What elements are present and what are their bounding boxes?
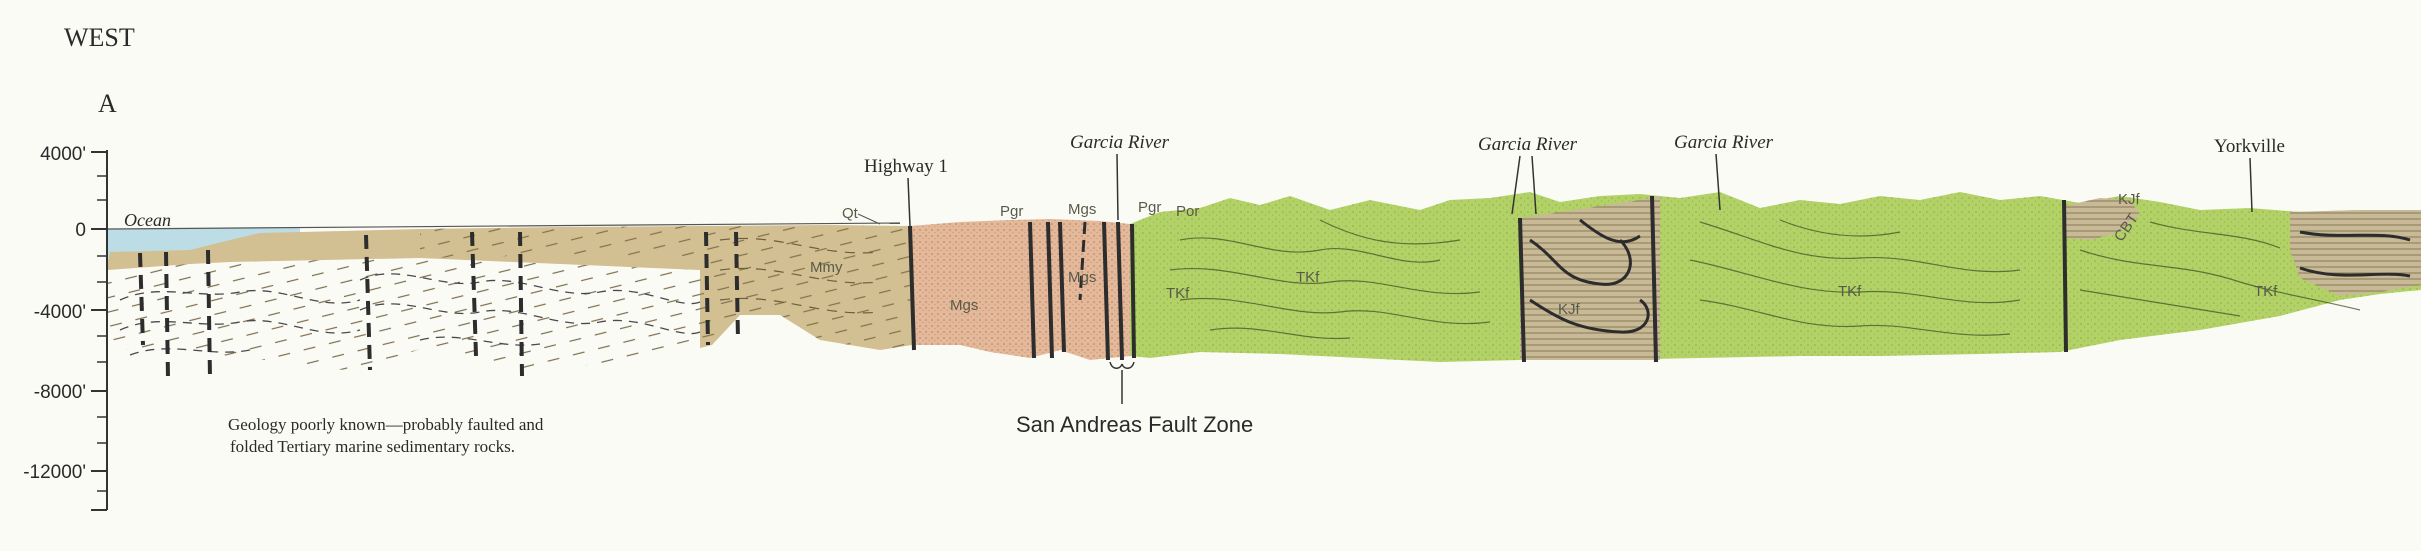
tertiary-marine-unknown-zone <box>108 248 700 372</box>
feature-labels: Highway 1 Garcia River Garcia River Garc… <box>864 132 2285 227</box>
unit-label-tkf: TKf <box>1838 283 1862 300</box>
elevation-tick-label: 0 <box>75 220 86 241</box>
kjf-fold-traces <box>1529 218 2411 334</box>
unit-label-mgs: Mgs <box>1068 201 1096 218</box>
unit-labels: Qt Mmy Pgr Mgs Pgr Por Mgs Mgs TKf TKf K… <box>810 191 2278 318</box>
direction-label: WEST <box>64 23 135 52</box>
geology-note: Geology poorly known—probably faulted an… <box>228 415 544 456</box>
elevation-tick-label: -12000' <box>23 462 86 483</box>
unit-label-tkf: TKf <box>1296 269 1320 286</box>
garcia-river-label-1: Garcia River <box>1070 132 1170 153</box>
unit-label-tkf: TKf <box>1166 285 1190 302</box>
unit-label-pgr: Pgr <box>1000 203 1023 220</box>
inferred-fold-traces <box>119 273 701 356</box>
unit-label-kjf: KJf <box>1558 301 1581 318</box>
garcia-river-label-3: Garcia River <box>1674 132 1774 153</box>
san-andreas-fault-zone-label: San Andreas Fault Zone <box>1016 412 1253 437</box>
fold-lines <box>1169 219 2361 340</box>
section-endpoint-label: A <box>98 89 117 118</box>
unit-label-kjf: KJf <box>2118 191 2141 208</box>
ocean-label: Ocean <box>124 210 171 230</box>
unit-label-pgr: Pgr <box>1138 199 1161 216</box>
geology-note-line-1: Geology poorly known—probably faulted an… <box>228 415 544 434</box>
san-andreas-fault-zone-marker: San Andreas Fault Zone <box>1016 361 1253 437</box>
garcia-river-label-2: Garcia River <box>1478 134 1578 155</box>
highway-1-label: Highway 1 <box>864 156 948 177</box>
unit-label-mmy: Mmy <box>810 259 843 276</box>
elevation-tick-label: -4000' <box>34 302 86 323</box>
unit-label-tkf: TKf <box>2254 283 2278 300</box>
yorkville-label: Yorkville <box>2214 136 2285 157</box>
unit-label-qt: Qt <box>842 205 859 222</box>
unit-label-por: Por <box>1176 203 1199 220</box>
geology-note-line-2: folded Tertiary marine sedimentary rocks… <box>230 437 515 456</box>
mmy-strata <box>719 237 881 314</box>
fault-lines <box>138 195 2068 379</box>
unit-label-mgs: Mgs <box>950 297 978 314</box>
unit-label-mgs: Mgs <box>1068 269 1096 286</box>
elevation-tick-label: 4000' <box>40 144 86 165</box>
elevation-axis: 4000' 0 -4000' -8000' -12000' <box>23 144 108 511</box>
elevation-tick-label: -8000' <box>34 382 86 403</box>
